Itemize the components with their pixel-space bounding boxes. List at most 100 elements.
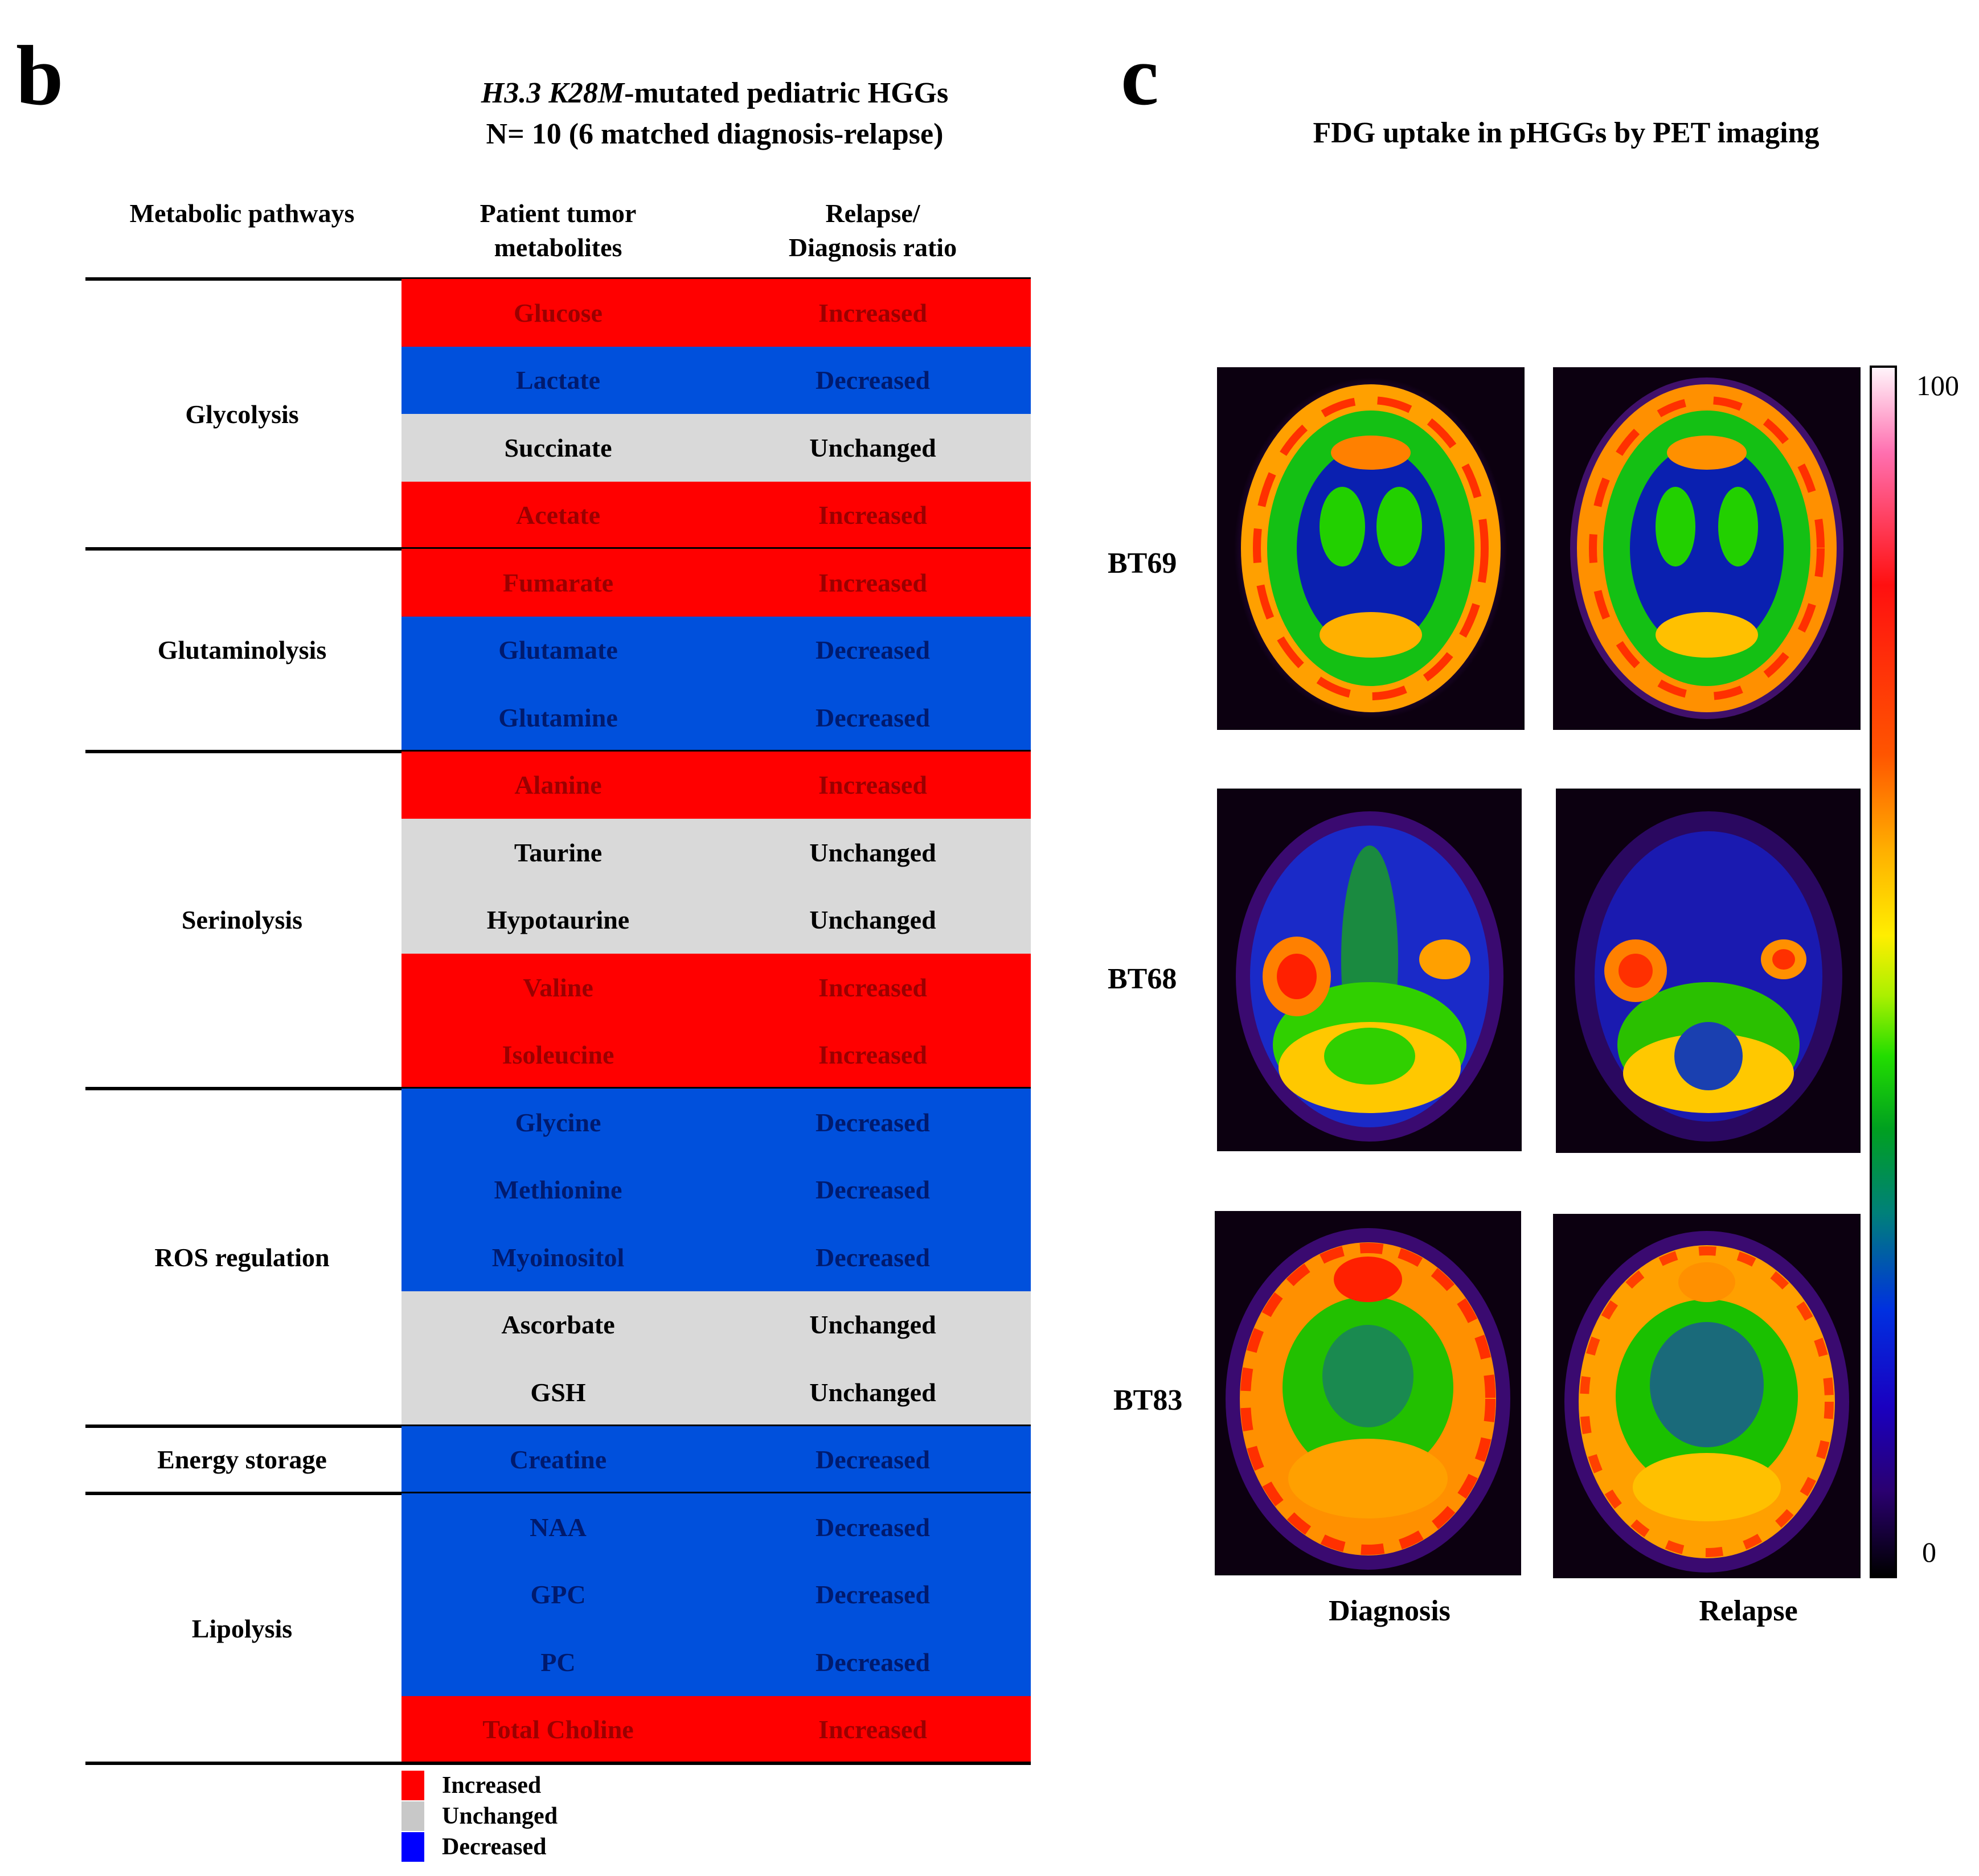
metabolite-cell: GSH: [530, 1377, 586, 1407]
table-row-succinate: Succinate Unchanged: [401, 414, 1031, 482]
colorbar-max-label: 100: [1916, 370, 1959, 401]
metabolite-cell: Acetate: [515, 500, 601, 530]
table-row-hypotaurine: Hypotaurine Unchanged: [401, 886, 1031, 954]
table-row-gpc: GPC Decreased: [401, 1561, 1031, 1628]
table-row-glycine: Glycine Decreased: [401, 1089, 1031, 1156]
metabolite-cell: NAA: [530, 1512, 587, 1542]
pathway-energy-storage: Energy storage: [157, 1445, 327, 1475]
ratio-cell: Decreased: [816, 1107, 930, 1137]
panel-letter-b: b: [16, 28, 64, 123]
legend-swatch-increased: [401, 1771, 424, 1800]
col-header-metabolites-l1: Patient tumor: [480, 199, 637, 228]
table-row-methionine: Methionine Decreased: [401, 1156, 1031, 1224]
table-row-naa: NAA Decreased: [401, 1493, 1031, 1561]
legend-label-decreased: Decreased: [442, 1834, 547, 1860]
metabolite-cell: Alanine: [514, 770, 602, 800]
table-row-fumarate: Fumarate Increased: [401, 549, 1031, 617]
colorbar: [1870, 366, 1897, 1578]
panel-b-title: H3.3 K28M-mutated pediatric HGGs N= 10 (…: [359, 73, 1071, 155]
ratio-cell: Increased: [818, 972, 927, 1002]
pet-scan-bt68-diagnosis: [1217, 789, 1522, 1151]
ratio-cell: Decreased: [816, 366, 930, 395]
panel-letter-c: c: [1121, 28, 1159, 123]
ratio-cell: Increased: [818, 500, 927, 530]
legend-label-increased: Increased: [442, 1772, 542, 1799]
col-label-relapse: Relapse: [1699, 1595, 1798, 1627]
ratio-cell: Decreased: [816, 1242, 930, 1272]
metabolite-cell: Lactate: [515, 366, 601, 395]
pathway-serinolysis: Serinolysis: [181, 905, 303, 935]
pet-scan-bt69-diagnosis: [1217, 367, 1525, 730]
panel-c-title: FDG uptake in pHGGs by PET imaging: [1313, 117, 1820, 149]
metabolite-cell: Hypotaurine: [486, 905, 630, 935]
legend-label-unchanged: Unchanged: [442, 1803, 558, 1829]
col-header-pathways: Metabolic pathways: [129, 199, 355, 228]
table-row-pc: PC Decreased: [401, 1628, 1031, 1696]
ratio-cell: Decreased: [816, 635, 930, 665]
table-row-valine: Valine Increased: [401, 954, 1031, 1021]
table-row-alanine: Alanine Increased: [401, 751, 1031, 819]
table-row-ascorbate: Ascorbate Unchanged: [401, 1291, 1031, 1358]
table-row-glutamine: Glutamine Decreased: [401, 684, 1031, 752]
title-gene-italic: H3.3 K28M: [481, 77, 625, 109]
pathway-glycolysis: Glycolysis: [185, 399, 299, 429]
ratio-cell: Unchanged: [809, 905, 936, 935]
pet-scan-bt68-relapse: [1556, 789, 1861, 1153]
ratio-cell: Unchanged: [809, 1377, 936, 1407]
metabolite-cell: Succinate: [504, 433, 612, 462]
metabolite-cell: Myoinositol: [491, 1242, 625, 1272]
table-row-gsh: GSH Unchanged: [401, 1358, 1031, 1426]
table-row-taurine: Taurine Unchanged: [401, 819, 1031, 886]
table-row-acetate: Acetate Increased: [401, 481, 1031, 549]
metabolite-cell: Total Choline: [482, 1715, 634, 1744]
table-row-isoleucine: Isoleucine Increased: [401, 1021, 1031, 1089]
metabolite-cell: Ascorbate: [501, 1310, 615, 1340]
table-row-total-choline: Total Choline Increased: [401, 1696, 1031, 1763]
table-rule: [85, 1762, 1031, 1765]
row-label-bt83: BT83: [1113, 1384, 1183, 1417]
col-header-ratio: Relapse/ Diagnosis ratio: [715, 196, 1031, 265]
metabolite-cell: Fumarate: [502, 568, 614, 597]
col-label-diagnosis: Diagnosis: [1329, 1595, 1451, 1627]
metabolite-cell: Glucose: [514, 298, 603, 327]
metabolite-cell: Methionine: [494, 1175, 622, 1205]
metabolite-cell: GPC: [530, 1580, 586, 1610]
ratio-cell: Decreased: [816, 703, 930, 732]
ratio-cell: Unchanged: [809, 433, 936, 462]
ratio-cell: Decreased: [816, 1512, 930, 1542]
table-row-myoinositol: Myoinositol Decreased: [401, 1224, 1031, 1291]
metabolite-cell: PC: [540, 1647, 576, 1677]
col-header-ratio-l2: Diagnosis ratio: [788, 233, 957, 262]
legend-swatch-decreased: [401, 1832, 424, 1862]
table-row-lactate: Lactate Decreased: [401, 346, 1031, 414]
metabolite-cell: Glutamine: [498, 703, 618, 732]
legend-swatch-unchanged: [401, 1801, 424, 1831]
ratio-cell: Increased: [818, 1715, 927, 1744]
ratio-cell: Increased: [818, 568, 927, 597]
pet-scan-bt83-relapse: [1553, 1214, 1861, 1578]
ratio-cell: Decreased: [816, 1580, 930, 1610]
pet-scan-bt69-relapse: [1553, 367, 1861, 730]
row-label-bt68: BT68: [1108, 963, 1177, 995]
col-header-ratio-l1: Relapse/: [825, 199, 920, 228]
metabolite-cell: Valine: [523, 972, 593, 1002]
ratio-cell: Increased: [818, 1040, 927, 1070]
ratio-cell: Decreased: [816, 1647, 930, 1677]
pathway-lipolysis: Lipolysis: [191, 1614, 293, 1643]
pathway-ros-regulation: ROS regulation: [154, 1242, 330, 1272]
ratio-cell: Unchanged: [809, 1310, 936, 1340]
pathway-glutaminolysis: Glutaminolysis: [157, 635, 327, 665]
metabolite-cell: Isoleucine: [502, 1040, 614, 1070]
metabolite-cell: Glycine: [515, 1107, 601, 1137]
ratio-cell: Unchanged: [809, 838, 936, 867]
metabolite-cell: Taurine: [514, 838, 603, 867]
ratio-cell: Decreased: [816, 1175, 930, 1205]
colorbar-min-label: 0: [1922, 1536, 1936, 1568]
col-header-metabolites-l2: metabolites: [494, 233, 622, 262]
pet-scan-bt83-diagnosis: [1215, 1211, 1521, 1575]
ratio-cell: Increased: [818, 770, 927, 800]
row-label-bt69: BT69: [1108, 547, 1177, 580]
